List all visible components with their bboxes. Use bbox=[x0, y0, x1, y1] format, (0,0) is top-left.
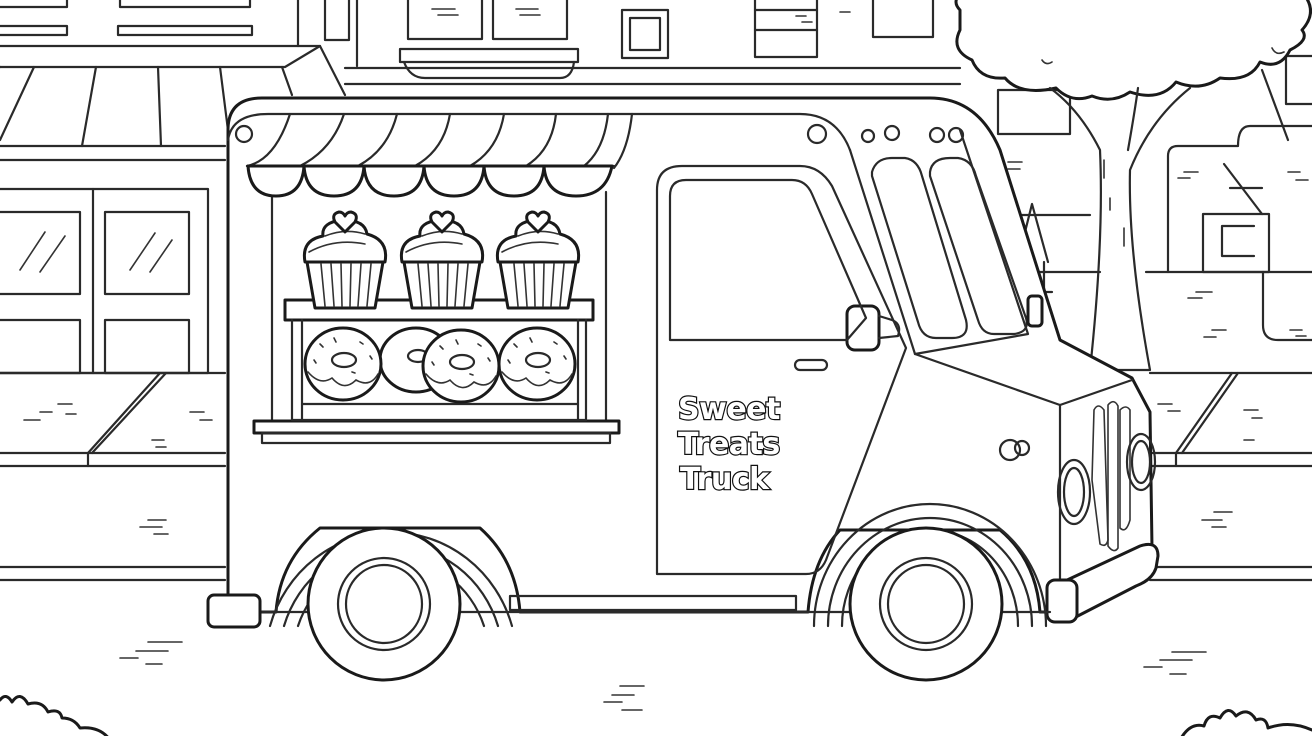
rear-wheel bbox=[268, 526, 514, 682]
cupcake-2 bbox=[399, 210, 485, 310]
truck-sign-line-1: Sweet bbox=[678, 392, 780, 427]
serving-window bbox=[245, 112, 634, 445]
awning bbox=[245, 112, 634, 198]
donut-3 bbox=[421, 328, 501, 404]
truck-sign-line-2: Treats bbox=[678, 427, 780, 462]
cupcake-3 bbox=[495, 210, 581, 310]
donut-4 bbox=[497, 326, 577, 402]
truck-sign-line-3: Truck bbox=[680, 462, 770, 497]
front-wheel bbox=[812, 502, 1048, 682]
cupcake-1 bbox=[302, 210, 388, 310]
tree bbox=[954, 0, 1312, 372]
bushes bbox=[0, 695, 1312, 736]
sidewalk bbox=[0, 11, 1312, 711]
donut-1 bbox=[303, 326, 383, 402]
